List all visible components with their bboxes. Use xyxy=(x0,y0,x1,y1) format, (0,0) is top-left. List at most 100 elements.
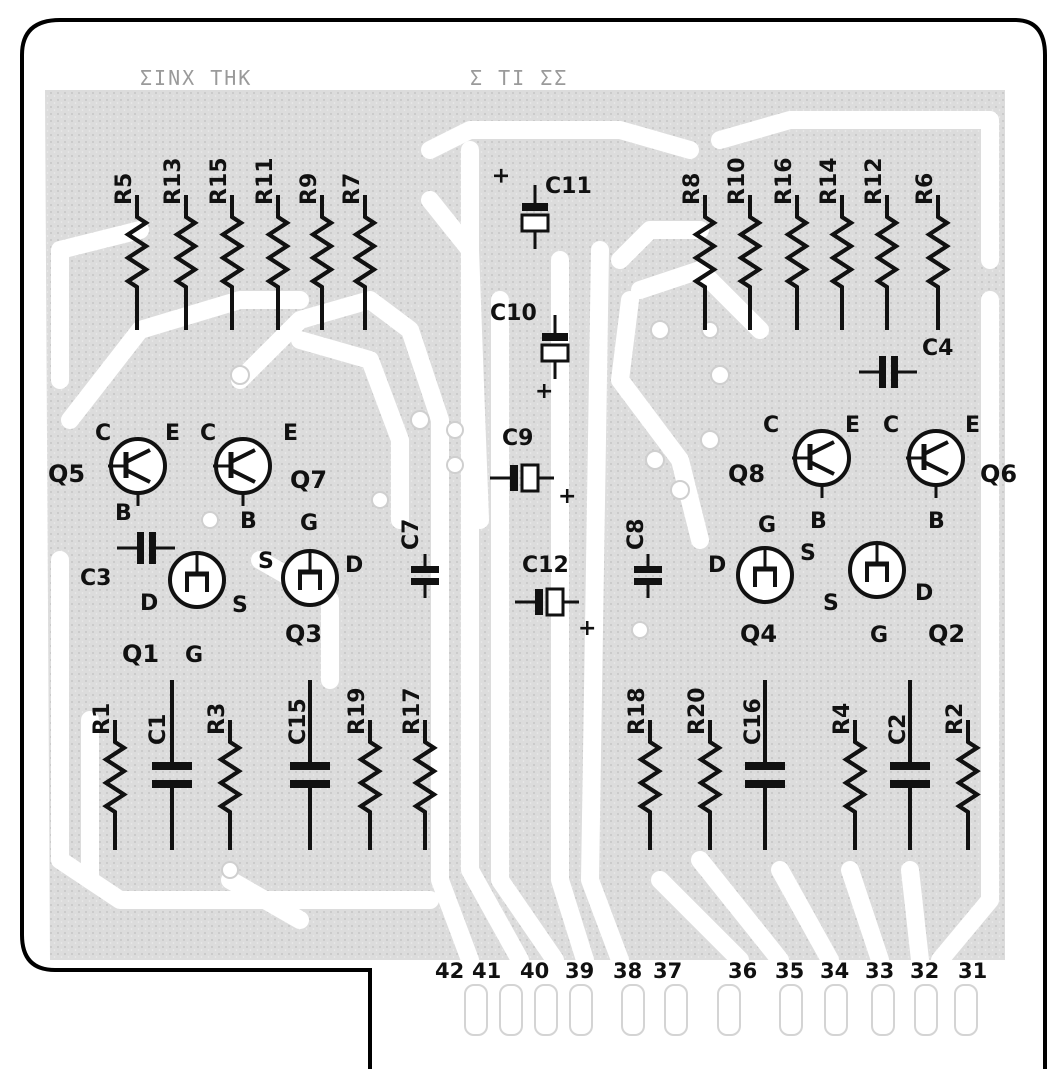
resistor-r12-label: R12 xyxy=(862,157,887,205)
edge-pin-40: 40 xyxy=(520,959,549,983)
capacitor-c15-label: C15 xyxy=(286,698,311,745)
capacitor-c8: C8 xyxy=(624,519,662,598)
resistor-r15: R15 xyxy=(207,157,245,330)
resistor-r13-label: R13 xyxy=(161,157,186,205)
fet-q1-pin-d: D xyxy=(140,591,158,616)
fet-q3-pin-d: D xyxy=(345,553,363,578)
resistor-r14-label: R14 xyxy=(817,157,842,205)
transistor-q5-pin-c: C xyxy=(95,421,111,446)
resistor-r18: R18 xyxy=(625,687,663,850)
resistor-r20-label: R20 xyxy=(685,687,710,735)
edge-connector xyxy=(464,984,978,1036)
resistor-r15-label: R15 xyxy=(207,157,232,205)
resistor-r4: R4 xyxy=(830,703,868,850)
capacitor-c10: C10+ xyxy=(490,301,570,404)
capacitor-c12: C12+ xyxy=(515,553,596,641)
transistor-q5-pin-e: E xyxy=(165,421,180,446)
resistor-r10-label: R10 xyxy=(725,157,750,205)
edge-pin-35: 35 xyxy=(775,959,804,983)
fet-q1-pin-s: S xyxy=(232,593,248,618)
capacitor-c1-label: C1 xyxy=(146,714,171,745)
transistor-q7-label: Q7 xyxy=(290,466,327,494)
capacitor-c10-plus: + xyxy=(535,379,553,404)
capacitor-c2: C2 xyxy=(886,680,930,850)
tracks xyxy=(51,111,999,969)
capacitor-c3: C3 xyxy=(80,532,175,591)
fet-q1-pin-g: G xyxy=(185,643,203,668)
capacitor-c9-plus: + xyxy=(558,484,576,509)
transistor-q7-pin-c: C xyxy=(200,421,216,446)
fet-q4-pin-d: D xyxy=(708,553,726,578)
transistor-q5-pin-b: B xyxy=(115,501,132,526)
capacitor-c4-label: C4 xyxy=(922,336,953,361)
board-outline xyxy=(20,18,1047,1069)
resistor-r10: R10 xyxy=(725,157,763,330)
capacitor-c11-plus: + xyxy=(489,167,514,185)
resistor-r12: R12 xyxy=(862,157,900,330)
resistor-r11: R11 xyxy=(253,157,291,330)
capacitor-c4: C4 xyxy=(859,336,953,388)
capacitor-c7: C7 xyxy=(399,519,439,598)
capacitor-c16: C16 xyxy=(741,680,785,850)
transistor-q8-pin-e: E xyxy=(845,413,860,438)
resistor-r4-label: R4 xyxy=(830,703,855,735)
capacitor-c2-label: C2 xyxy=(886,714,911,745)
fet-q3-pin-g: G xyxy=(300,511,318,536)
edge-pin-31: 31 xyxy=(958,959,987,983)
fet-q4-pin-g: G xyxy=(758,513,776,538)
resistor-r17-label: R17 xyxy=(400,687,425,735)
resistor-r7-label: R7 xyxy=(340,173,365,205)
transistor-q8-pin-c: C xyxy=(763,413,779,438)
resistor-r8: R8 xyxy=(680,173,718,330)
resistor-r6: R6 xyxy=(913,173,951,330)
edge-pin-39: 39 xyxy=(565,959,594,983)
transistor-q6-pin-b: B xyxy=(928,509,945,534)
edge-pin-36: 36 xyxy=(728,959,757,983)
resistor-r16-label: R16 xyxy=(772,157,797,205)
pads xyxy=(201,320,730,879)
transistor-q6-label: Q6 xyxy=(980,460,1017,488)
fet-q3-pin-s: S xyxy=(258,549,274,574)
resistor-r11-label: R11 xyxy=(253,157,278,205)
edge-pin-38: 38 xyxy=(613,959,642,983)
edge-pin-37: 37 xyxy=(653,959,682,983)
capacitor-c16-label: C16 xyxy=(741,698,766,745)
transistor-q6-pin-e: E xyxy=(965,413,980,438)
capacitor-c8-label: C8 xyxy=(624,519,649,550)
transistor-q7-pin-b: B xyxy=(240,509,257,534)
resistor-r17: R17 xyxy=(400,687,438,850)
resistor-r3-label: R3 xyxy=(205,703,230,735)
resistor-r16: R16 xyxy=(772,157,810,330)
capacitor-c11: C11 + xyxy=(489,167,592,249)
fet-q3: G S D Q3 xyxy=(258,511,363,648)
resistor-r7: R7 xyxy=(340,173,378,330)
fet-q3-label: Q3 xyxy=(285,620,322,648)
resistor-r14: R14 xyxy=(817,157,855,330)
capacitor-c3-label: C3 xyxy=(80,566,111,591)
edge-pin-33: 33 xyxy=(865,959,894,983)
capacitor-c11-label: C11 xyxy=(545,174,592,199)
resistor-r1: R1 xyxy=(90,703,128,850)
resistor-r9: R9 xyxy=(297,173,335,330)
resistor-r18-label: R18 xyxy=(625,687,650,735)
resistor-r13: R13 xyxy=(161,157,199,330)
header-text-right: Σ ΤΙ ΣΣ xyxy=(470,66,568,90)
fet-q2-pin-g: G xyxy=(870,623,888,648)
edge-pin-32: 32 xyxy=(910,959,939,983)
fet-q4-label: Q4 xyxy=(740,620,777,648)
capacitor-c15: C15 xyxy=(286,680,330,850)
fet-q2-pin-d: D xyxy=(915,581,933,606)
header-text-left: ΣΙΝΧ ΤΗΚ xyxy=(140,66,252,90)
resistor-r5: R5 xyxy=(112,173,150,330)
resistor-r2: R2 xyxy=(943,703,981,850)
resistor-r6-label: R6 xyxy=(913,173,938,205)
